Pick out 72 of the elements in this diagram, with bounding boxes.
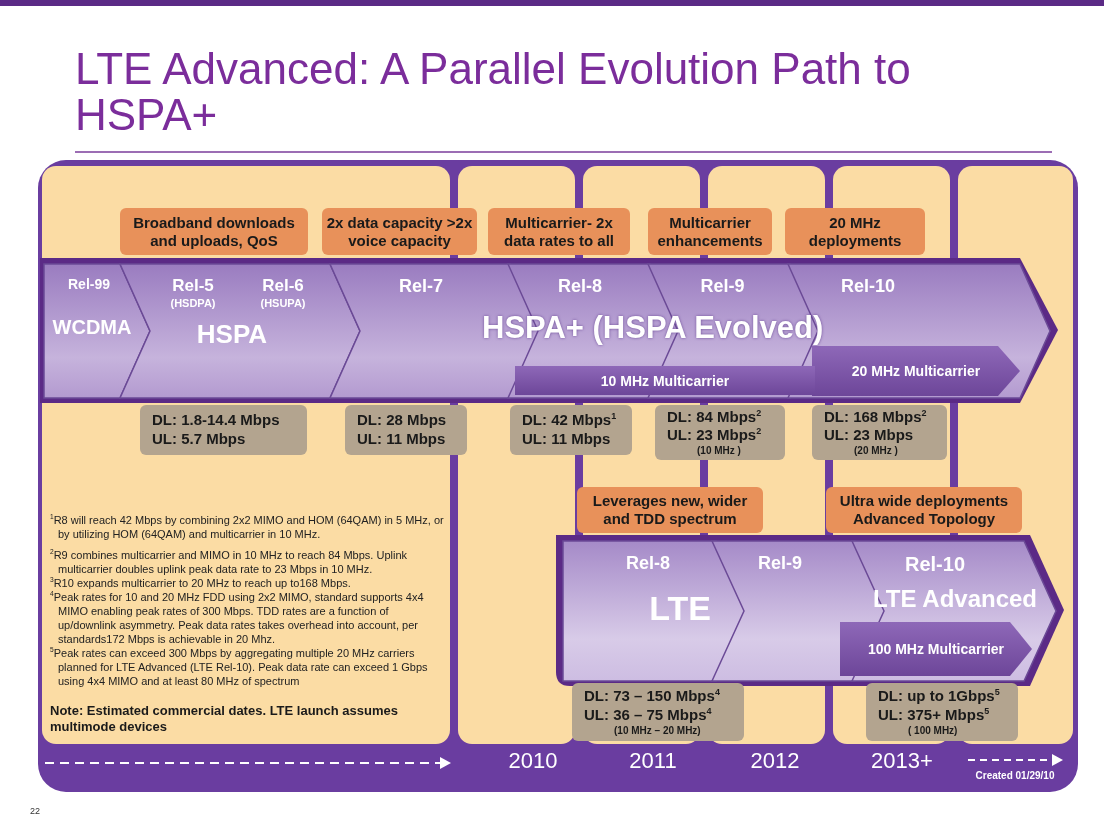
multicarrier-bar (515, 366, 815, 395)
feature-callout (120, 208, 308, 255)
technology-label: HSPA (195, 319, 269, 350)
footnote: $^{3}$R10 expands multicarrier to 20 MHz to reach up to168 Mbps. (50, 576, 352, 590)
footnote: $^{4}$Peak rates for 10 and 20 MHz FDD using 2x2 MIMO, standard supports 4x4 MIMO enabling peak rates of 300 Mbps. TDD rates are a function of up/downlink asymmetry. Peak data rates takes overhead into account, per standards172 Mbps is achievable in 20 Mhz. (50, 590, 425, 646)
slide-title: LTE Advanced: A Parallel Evolution Path to HSPA+ (75, 46, 912, 139)
rate-text: UL: 375+ Mbps$^{5}$ (878, 705, 991, 725)
rate-text: UL: 23 Mbps$^{2}$ (667, 426, 763, 445)
callout-text: 2x data capacity >2x voice capacity (326, 213, 473, 250)
bar-label: 10 MHz Multicarrier (600, 372, 730, 389)
callout-text: Multicarrier- 2x data rates to all (502, 213, 615, 250)
release-label: Rel-9 (757, 553, 803, 574)
date-note: Created 01/29/10 (974, 770, 1056, 781)
rate-text: UL: 36 – 75 Mbps$^{4}$ (584, 705, 713, 725)
rate-text: UL: 11 Mbps (522, 430, 612, 449)
callout-text: Ultra wide deployments Advanced Topology (838, 492, 1010, 528)
year-label: 2011 (628, 748, 678, 774)
feature-label: (HSDPA) (169, 297, 217, 309)
page-number: 22 (30, 806, 41, 816)
year-label: 2013+ (870, 748, 934, 774)
rate-text: DL: 168 Mbps$^{2}$ (824, 407, 928, 427)
rate-text: (10 MHz ) (696, 445, 742, 458)
bar-label: 20 MHz Multicarrier (851, 363, 981, 379)
footnote: $^{1}$R8 will reach 42 Mbps by combining 2x2 MIMO and HOM (64QAM) in 5 MHz, or by utilizing HOM (64QAM) and multicarrier in 10 MHz. (50, 513, 445, 541)
multicarrier-bar (812, 346, 1020, 396)
feature-callout (577, 487, 763, 533)
rate-text: DL: 84 Mbps$^{2}$ (667, 407, 763, 427)
feature-callout (648, 208, 772, 255)
rate-text: (10 MHz – 20 MHz) (613, 724, 702, 737)
release-label: Rel-8 (557, 276, 603, 297)
release-label: Rel-99 (67, 276, 111, 292)
callout-text: Leverages new, wider and TDD spectrum (591, 492, 749, 528)
data-rate-box (812, 405, 947, 460)
rate-text: UL: 5.7 Mbps (152, 430, 247, 449)
feature-label: (HSUPA) (259, 297, 307, 309)
data-rate-box (866, 683, 1018, 741)
release-label: Rel-7 (398, 276, 444, 297)
rate-text: DL: 42 Mbps$^{1}$ (522, 411, 618, 430)
release-label: Rel-10 (840, 276, 896, 297)
rate-text: DL: 73 – 150 Mbps$^{4}$ (584, 687, 721, 706)
technology-label: Rel-10 (904, 553, 966, 576)
note-text: Note: Estimated commercial dates. LTE launch assumes multimode devices (50, 703, 399, 735)
feature-callout (488, 208, 630, 255)
rate-text: (20 MHz ) (853, 445, 899, 458)
bar-label: 100 MHz Multicarrier (867, 641, 1005, 657)
rate-text: DL: up to 1Gbps$^{5}$ (878, 687, 1001, 706)
rate-text: DL: 1.8-14.4 Mbps (152, 411, 281, 430)
year-label: 2010 (507, 748, 559, 774)
rate-text: UL: 23 Mbps (824, 426, 915, 445)
feature-callout (826, 487, 1022, 533)
multicarrier-bar (840, 622, 1032, 676)
technology-label: LTE (648, 589, 712, 628)
data-rate-box (345, 405, 467, 455)
rate-text: ( 100 MHz) (907, 724, 959, 737)
year-label: 2012 (749, 748, 801, 774)
rate-text: DL: 28 Mbps (357, 411, 448, 430)
data-rate-box (572, 683, 744, 741)
data-rate-box (655, 405, 785, 460)
rate-text: UL: 11 Mbps (357, 430, 447, 449)
release-label: Rel-5 (171, 276, 215, 296)
release-label: Rel-9 (699, 276, 746, 297)
data-rate-box (140, 405, 307, 455)
release-label: Rel-6 (261, 276, 305, 296)
footnote: $^{5}$Peak rates can exceed 300 Mbps by aggregating multiple 20 MHz carriers planned for LTE Advanced (LTE Rel-10). Peak data rate can exceed 1 Gbps using 4x4 MIMO and at least 80 MHz of spectrum (50, 646, 429, 688)
feature-callout (785, 208, 925, 255)
callout-text: Broadband downloads and uploads, QoS (132, 213, 296, 250)
callout-text: Multicarrier enhancements (656, 213, 764, 250)
data-rate-box (510, 405, 632, 455)
footnote: $^{2}$R9 combines multicarrier and MIMO in 10 MHz to reach 84 Mbps. Uplink multicarrier doubles uplink peak data rate to 23 Mbps in 10 MHz. (50, 548, 409, 576)
release-label: Rel-8 (625, 553, 671, 574)
technology-label: WCDMA (51, 316, 133, 339)
callout-text: 20 MHz deployments (807, 213, 903, 250)
